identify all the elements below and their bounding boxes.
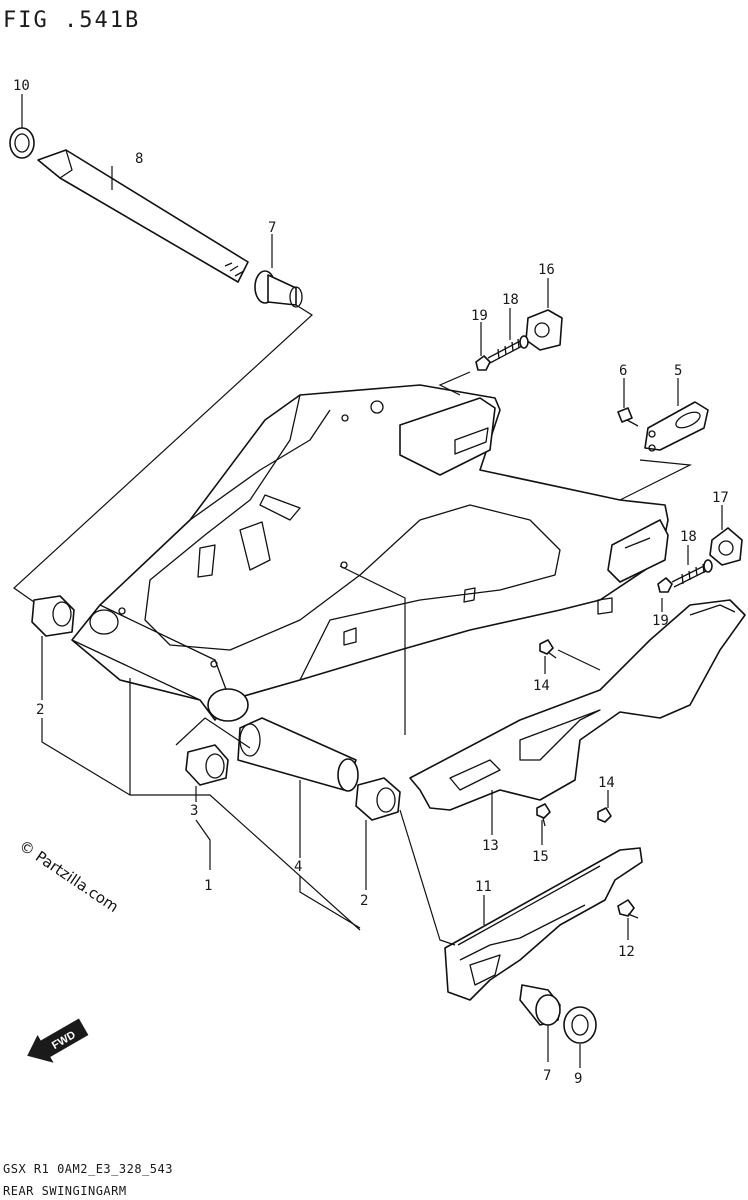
callout-17: 17 <box>712 490 729 506</box>
callout-9: 9 <box>574 1071 582 1087</box>
model-code: GSX R1 0AM2_E3_328_543 <box>3 1162 173 1176</box>
watermark: © Partzilla.com <box>16 836 122 916</box>
part-5-plate <box>644 401 709 452</box>
part-8-pivot-shaft <box>37 149 249 283</box>
leader-lines <box>13 94 723 1068</box>
part-7-collar-top <box>254 270 303 308</box>
part-2-bearing-right <box>355 777 401 821</box>
callout-19: 19 <box>652 613 669 629</box>
callout-4: 4 <box>294 859 302 875</box>
part-2-bearing-left <box>31 595 75 637</box>
part-12-bolt <box>617 899 639 919</box>
callout-3: 3 <box>190 803 198 819</box>
callout-7: 7 <box>543 1068 551 1084</box>
callout-6: 6 <box>619 363 627 379</box>
figure-title: FIG .541B <box>3 8 140 33</box>
callout-18: 18 <box>680 529 697 545</box>
fwd-arrow-icon: FWD <box>27 1018 89 1063</box>
callout-12: 12 <box>618 944 635 960</box>
part-14-bolt-a <box>539 639 557 659</box>
part-15-bolt <box>536 803 551 827</box>
callout-2: 2 <box>360 893 368 909</box>
callout-11: 11 <box>475 879 492 895</box>
callout-10: 10 <box>13 78 30 94</box>
callout-14: 14 <box>598 775 615 791</box>
callout-labels: 10 8 7 16 18 19 6 5 17 18 19 14 2 3 1 4 … <box>13 78 729 1087</box>
callout-15: 15 <box>532 849 549 865</box>
part-19-nut-top <box>475 355 491 371</box>
callout-8: 8 <box>135 151 143 167</box>
part-14-bolt-b <box>597 807 612 823</box>
swingarm-body <box>71 384 669 722</box>
callout-18: 18 <box>502 292 519 308</box>
callout-7: 7 <box>268 220 276 236</box>
callout-1: 1 <box>204 878 212 894</box>
part-11-chain-slider <box>444 847 643 1001</box>
callout-16: 16 <box>538 262 555 278</box>
part-19-nut-right <box>657 577 673 593</box>
part-18-bolt-top <box>487 335 529 364</box>
part-3-bearing <box>185 744 229 786</box>
part-10-nut <box>9 127 35 159</box>
part-13-chain-guard <box>409 599 746 811</box>
part-16-adjuster-block <box>525 309 563 351</box>
section-name: REAR SWINGINGARM <box>3 1184 127 1198</box>
part-17-adjuster-block <box>709 527 743 566</box>
part-18-bolt-right <box>671 559 713 588</box>
part-9-nut <box>563 1006 597 1044</box>
callout-13: 13 <box>482 838 499 854</box>
callout-2: 2 <box>36 702 44 718</box>
callout-14: 14 <box>533 678 550 694</box>
callout-19: 19 <box>471 308 488 324</box>
part-7-collar-bottom <box>519 984 561 1026</box>
callout-5: 5 <box>674 363 682 379</box>
part-4-spacer <box>237 717 359 792</box>
part-6-screw <box>617 407 639 427</box>
